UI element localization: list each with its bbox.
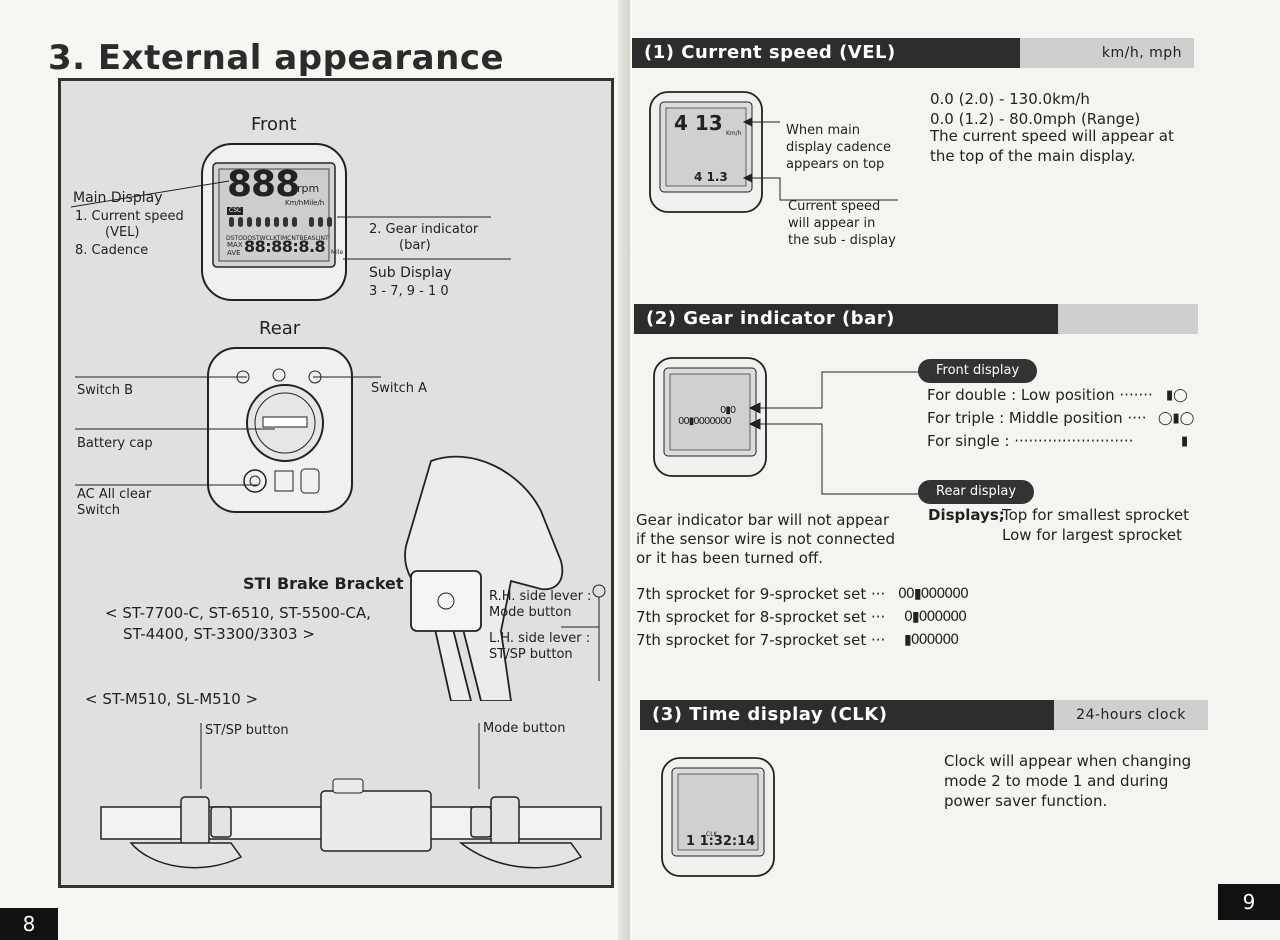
switch-b-label: Switch B bbox=[77, 383, 134, 398]
sub-display-label: Sub Display bbox=[369, 265, 452, 281]
rear-display-pill: Rear display bbox=[918, 480, 1035, 504]
diagram-background: Front 888 rpm Km/hMile/h CSC DSTODOSTWCL… bbox=[61, 81, 611, 885]
lcd-badge: CSC bbox=[227, 207, 244, 215]
rear-unit-illustration bbox=[207, 347, 353, 513]
rh-side-lever-label: R.H. side lever : bbox=[489, 589, 592, 604]
clock-lcd-label: CLK bbox=[706, 831, 718, 838]
gear-lcd-top-dots: 0▮0 bbox=[720, 405, 736, 416]
front-leader-lines bbox=[70, 180, 511, 260]
gear-indicator-label-2: (bar) bbox=[399, 238, 431, 253]
gear-single-text: For single : ························· bbox=[927, 432, 1134, 450]
lcd-sub-digits: 88:88:8.8 bbox=[244, 237, 326, 256]
speed-note-1-line-1: When main bbox=[786, 123, 860, 138]
section-time-display-tag: 24-hours clock bbox=[1054, 700, 1208, 730]
section-current-speed-header: (1) Current speed (VEL) km/h, mph bbox=[632, 38, 1194, 68]
sub-display-range: 3 - 7, 9 - 1 0 bbox=[369, 284, 449, 299]
section-gear-indicator-header: (2) Gear indicator (bar) bbox=[634, 304, 1198, 334]
gear-double-text: For double : Low position ······· bbox=[927, 386, 1153, 404]
page-number-left: 8 bbox=[0, 908, 58, 940]
speed-lcd-unit: Km/h bbox=[726, 130, 742, 137]
mode-button-label: Mode button bbox=[489, 605, 572, 620]
sti-models-1: < ST-7700-C, ST-6510, ST-5500-CA, bbox=[105, 604, 371, 622]
sprocket-7-text: 7th sprocket for 7-sprocket set ··· bbox=[636, 631, 886, 649]
displays-low: Low for largest sprocket bbox=[1002, 526, 1183, 544]
clock-description-2: mode 2 to mode 1 and during bbox=[944, 772, 1169, 790]
speed-range-kmh: 0.0 (2.0) - 130.0km/h bbox=[930, 90, 1090, 108]
main-display-item1b: (VEL) bbox=[105, 225, 140, 240]
gear-lcd-dots: 00▮0000000 bbox=[678, 416, 732, 427]
handlebar-illustration bbox=[100, 723, 602, 869]
section-current-speed-units: km/h, mph bbox=[1020, 38, 1194, 68]
section-current-speed-title: (1) Current speed (VEL) bbox=[644, 42, 896, 63]
left-page: 3. External appearance Front 888 rpm Km/… bbox=[0, 0, 630, 940]
lcd-main-digits: 888 bbox=[227, 164, 300, 205]
mtb-models: < ST-M510, SL-M510 > bbox=[85, 690, 259, 708]
clock-lcd-illustration bbox=[661, 757, 775, 877]
sti-heading: STI Brake Bracket bbox=[243, 574, 404, 593]
front-display-pill: Front display bbox=[918, 359, 1038, 383]
ac-clear-label: AC All clear bbox=[77, 487, 152, 502]
main-display-item8: 8. Cadence bbox=[75, 243, 149, 258]
ac-clear-label-2: Switch bbox=[77, 503, 120, 518]
section-time-display-title: (3) Time display (CLK) bbox=[652, 704, 888, 725]
right-page: (1) Current speed (VEL) km/h, mph 4 13 K… bbox=[630, 0, 1280, 940]
lcd-units: Km/hMile/h bbox=[285, 199, 325, 207]
speed-range-mph: 0.0 (1.2) - 80.0mph (Range) bbox=[930, 110, 1141, 128]
main-display-item1: 1. Current speed bbox=[75, 209, 184, 224]
sti-brake-bracket-illustration bbox=[404, 455, 606, 701]
section-gear-indicator-tag bbox=[1058, 304, 1198, 334]
lcd-max: MAX bbox=[227, 241, 243, 249]
lcd-ave: AVE bbox=[227, 249, 241, 257]
lcd-sub-units: Mile bbox=[331, 249, 344, 256]
lcd-modes: DSTODOSTWCLKTIMCNTBEASLINT bbox=[226, 235, 329, 242]
speed-lcd-bottom: 4 1.3 bbox=[694, 170, 728, 184]
stsp-button-label: ST/SP button bbox=[489, 647, 573, 662]
speed-note-2-line-3: the sub - display bbox=[788, 233, 896, 248]
section-gear-indicator-title: (2) Gear indicator (bar) bbox=[646, 308, 895, 329]
gear-double-symbol: ▮◯ bbox=[1166, 388, 1188, 403]
battery-cap-label: Battery cap bbox=[77, 436, 153, 451]
displays-label: Displays; bbox=[928, 506, 1005, 524]
sprocket-9-text: 7th sprocket for 9-sprocket set ··· bbox=[636, 585, 886, 603]
mtb-stsp-label: ST/SP button bbox=[205, 723, 289, 738]
gear-triple-symbol: ◯▮◯ bbox=[1158, 411, 1195, 426]
speed-note-1-line-3: appears on top bbox=[786, 157, 885, 172]
lh-side-lever-label: L.H. side lever : bbox=[489, 631, 591, 646]
gear-lcd-illustration bbox=[653, 357, 942, 495]
lcd-gear-dots bbox=[229, 217, 332, 227]
gear-indicator-label: 2. Gear indicator bbox=[369, 222, 479, 237]
gear-triple-text: For triple : Middle position ···· bbox=[927, 409, 1147, 427]
front-label: Front bbox=[251, 114, 297, 135]
sprocket-8-text: 7th sprocket for 8-sprocket set ··· bbox=[636, 608, 886, 626]
speed-lcd-top: 4 13 bbox=[674, 111, 723, 135]
mtb-mode-label: Mode button bbox=[483, 721, 566, 736]
sprocket-9-symbol: 00▮000000 bbox=[898, 586, 969, 602]
section-time-display-header: (3) Time display (CLK) 24-hours clock bbox=[640, 700, 1208, 730]
switch-a-label: Switch A bbox=[371, 381, 428, 396]
speed-description-2: the top of the main display. bbox=[930, 147, 1136, 165]
speed-note-2-line-1: Current speed bbox=[788, 199, 881, 214]
clock-description-3: power saver function. bbox=[944, 792, 1108, 810]
rear-label: Rear bbox=[259, 318, 301, 339]
displays-top: Top for smallest sprocket bbox=[1002, 506, 1189, 524]
gear-note-2: if the sensor wire is not connected bbox=[636, 530, 895, 548]
speed-description-1: The current speed will appear at bbox=[930, 127, 1174, 145]
gear-note-1: Gear indicator bar will not appear bbox=[636, 511, 890, 529]
page-title: 3. External appearance bbox=[48, 38, 505, 78]
lcd-rpm: rpm bbox=[297, 182, 320, 195]
sti-models-2: ST-4400, ST-3300/3303 > bbox=[123, 625, 315, 643]
speed-note-1-line-2: display cadence bbox=[786, 140, 892, 155]
sprocket-8-symbol: 0▮000000 bbox=[904, 609, 967, 625]
external-appearance-diagram: Front 888 rpm Km/hMile/h CSC DSTODOSTWCL… bbox=[58, 78, 614, 888]
clock-description-1: Clock will appear when changing bbox=[944, 752, 1192, 770]
rear-leader-lines bbox=[75, 376, 381, 486]
clock-lcd-time: 1 1:32:14 bbox=[686, 834, 756, 849]
main-display-heading: Main Display bbox=[73, 190, 163, 206]
speed-note-2-line-2: will appear in bbox=[788, 216, 876, 231]
gear-note-3: or it has been turned off. bbox=[636, 549, 824, 567]
gear-single-symbol: ▮ bbox=[1181, 434, 1189, 449]
page-number-right: 9 bbox=[1218, 884, 1280, 920]
sprocket-7-symbol: ▮000000 bbox=[904, 632, 959, 648]
speed-lcd-illustration bbox=[649, 91, 898, 213]
